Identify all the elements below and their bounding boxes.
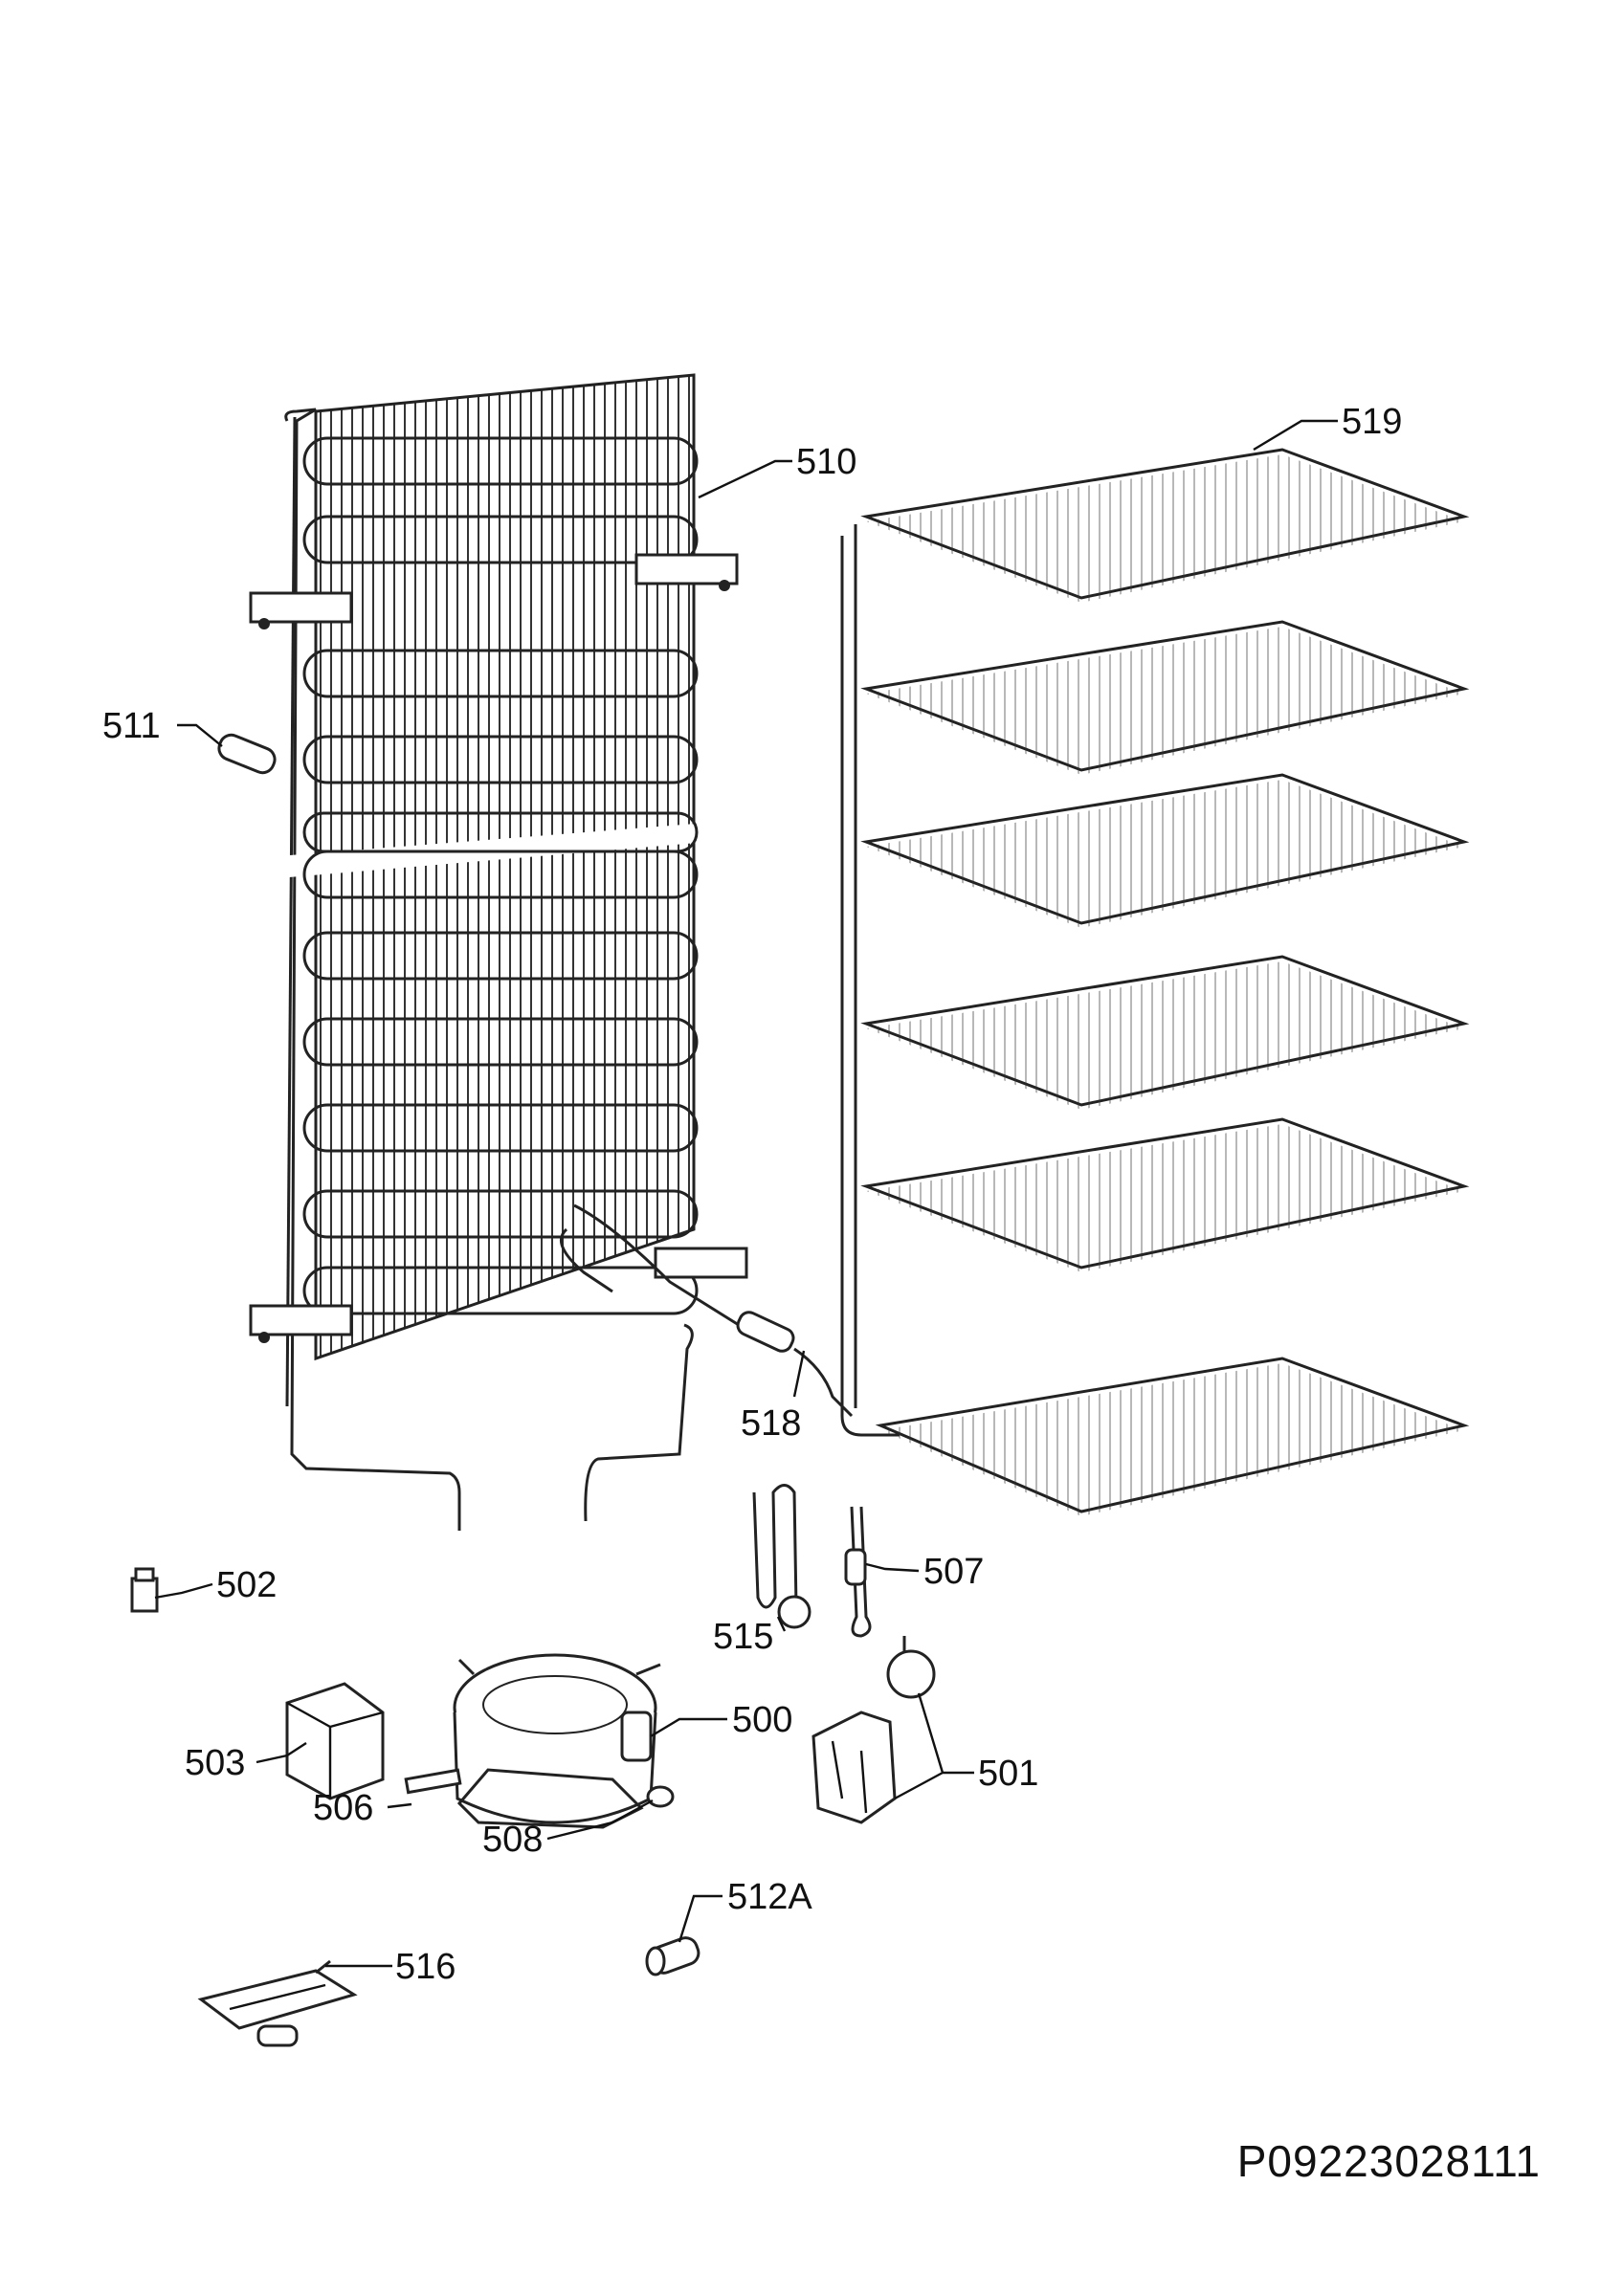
label-507: 507 — [923, 1552, 984, 1592]
grommet-508 — [646, 1785, 675, 1808]
evaporator-shelf — [860, 448, 1470, 1516]
label-500: 500 — [732, 1700, 792, 1740]
label-502: 502 — [216, 1565, 277, 1605]
label-512a: 512A — [727, 1877, 812, 1917]
relay-502 — [130, 1567, 159, 1613]
evaporator-519 — [840, 448, 1470, 1516]
label-519: 519 — [1342, 402, 1402, 442]
label-506: 506 — [313, 1788, 373, 1828]
drier-518 — [573, 1203, 854, 1418]
condenser-510 — [249, 373, 748, 1531]
heater-515 — [752, 1484, 812, 1629]
label-511: 511 — [102, 706, 161, 746]
label-510: 510 — [796, 442, 856, 482]
thermostat-sensor-507 — [844, 1506, 872, 1638]
callout-labels: 510 519 511 518 502 515 507 500 501 503 … — [102, 402, 1402, 1987]
sensor-516 — [197, 1959, 358, 2047]
connector-511 — [217, 733, 277, 775]
starter-501 — [812, 1636, 936, 1824]
label-501: 501 — [978, 1754, 1038, 1794]
mounting-bracket-icon — [249, 553, 748, 1343]
connector-512a — [645, 1936, 700, 1976]
compressor-500 — [453, 1653, 661, 1829]
label-516: 516 — [395, 1947, 456, 1987]
condenser-coil-lower — [302, 850, 699, 1315]
leader-lines — [154, 419, 1338, 1968]
label-518: 518 — [741, 1403, 801, 1444]
clip-506 — [404, 1768, 462, 1795]
cover-503 — [285, 1682, 385, 1800]
label-508: 508 — [482, 1820, 543, 1860]
label-515: 515 — [713, 1617, 773, 1657]
drawing-code: P09223028111 — [1236, 2136, 1541, 2186]
label-503: 503 — [185, 1743, 245, 1783]
